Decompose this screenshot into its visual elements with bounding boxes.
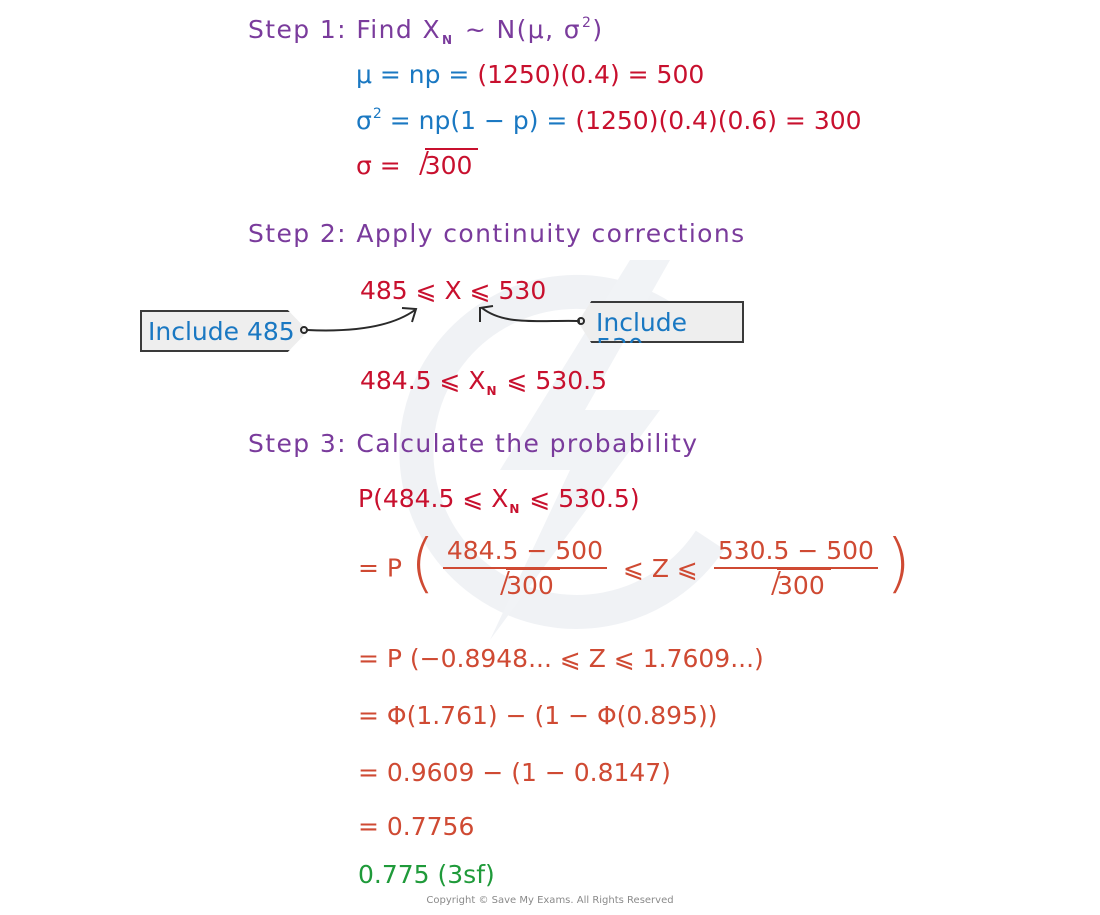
probability-statement: P(484.5 ⩽ XN ⩽ 530.5) xyxy=(358,484,640,516)
numeric-line: = 0.9609 − (1 − 0.8147) xyxy=(358,758,671,787)
fraction-lower: 484.5 − 500 300 xyxy=(442,538,607,600)
step2-heading: Step 2: Apply continuity corrections xyxy=(248,219,746,248)
discrete-inequality: 485 ⩽ X ⩽ 530 xyxy=(360,276,547,305)
result-line: = 0.7756 xyxy=(358,812,475,841)
right-paren: ) xyxy=(885,527,911,601)
include-530-tag: Include 530 xyxy=(578,301,744,343)
step1-heading: Step 1: Find XN ~ N(μ, σ2) xyxy=(248,15,604,47)
left-paren: ( xyxy=(409,527,435,601)
watermark-logo-icon xyxy=(399,260,725,640)
phi-line: = Φ(1.761) − (1 − Φ(0.895)) xyxy=(358,701,718,730)
final-answer: 0.775 (3sf) xyxy=(358,860,495,889)
mu-equation: μ = np = (1250)(0.4) = 500 xyxy=(356,60,705,89)
variance-equation: σ2 = np(1 − p) = (1250)(0.4)(0.6) = 300 xyxy=(356,106,862,135)
fraction-upper: 530.5 − 500 300 xyxy=(713,538,878,600)
sqrt-symbol: 300 xyxy=(409,148,479,180)
corrected-inequality: 484.5 ⩽ XN ⩽ 530.5 xyxy=(360,366,608,398)
step3-heading: Step 3: Calculate the probability xyxy=(248,429,699,458)
copyright-notice: Copyright © Save My Exams. All Rights Re… xyxy=(426,895,674,906)
sigma-equation: σ = 300 xyxy=(356,148,479,180)
standardization: = P ( 484.5 − 500 300 ⩽ Z ⩽ 530.5 − 500 … xyxy=(358,527,911,601)
z-values-line: = P (−0.8948... ⩽ Z ⩽ 1.7609...) xyxy=(358,644,764,673)
include-485-tag: Include 485 xyxy=(140,310,308,352)
arrows-icon xyxy=(300,305,585,334)
